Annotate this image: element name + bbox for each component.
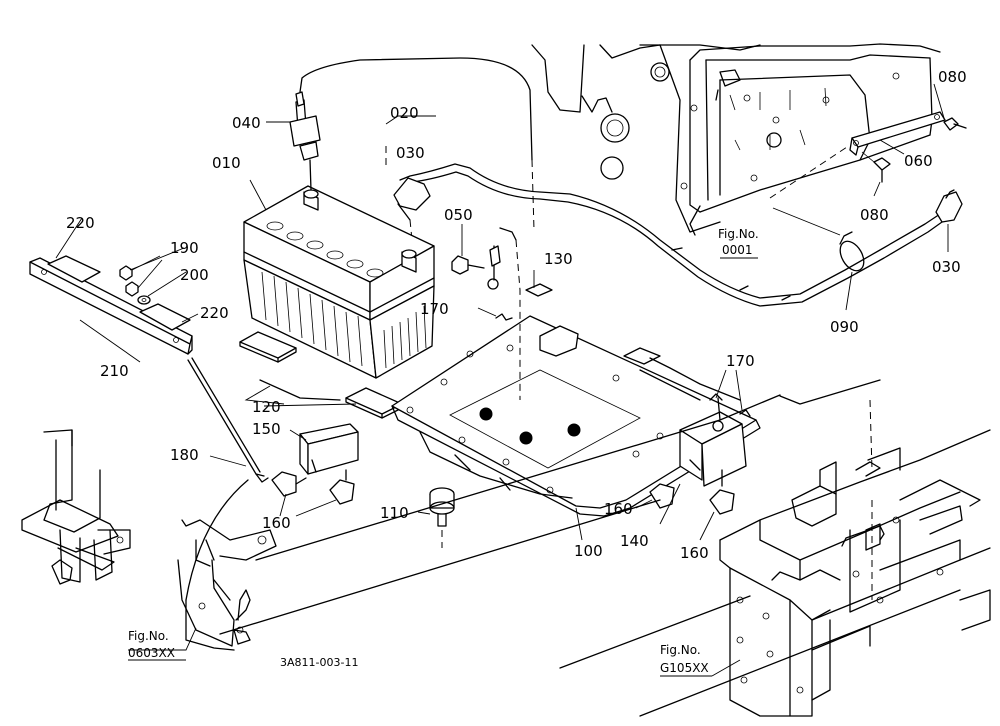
clip-170-left	[495, 313, 513, 321]
label-160-b: 160	[604, 500, 633, 518]
fig-number-0603xx: 0603XX	[128, 646, 175, 660]
leader-lines	[55, 83, 949, 677]
label-170-right: 170	[726, 352, 755, 370]
label-210: 210	[100, 362, 129, 380]
label-120: 120	[252, 398, 281, 416]
clamp-140	[679, 397, 747, 487]
frame-lower-mid	[177, 519, 277, 651]
terminal-040	[289, 91, 321, 191]
hook-line	[185, 479, 249, 601]
band-090	[839, 231, 865, 272]
battery-010	[243, 185, 435, 379]
clamp-150	[299, 423, 359, 475]
label-160-c: 160	[680, 544, 709, 562]
wing-nut-160-c	[649, 483, 675, 509]
label-100: 100	[574, 542, 603, 560]
terminal-cap-030	[935, 189, 963, 223]
label-050: 050	[444, 206, 473, 224]
label-150: 150	[252, 420, 281, 438]
bolt-080-lower	[861, 151, 891, 183]
label-040: 040	[232, 114, 261, 132]
frame-lower-right	[719, 399, 991, 717]
label-220-top: 220	[66, 214, 95, 232]
label-010: 010	[212, 154, 241, 172]
label-200: 200	[180, 266, 209, 284]
tray-mesh	[479, 407, 581, 445]
pad-120	[239, 331, 403, 419]
wing-nut-160-a	[271, 471, 307, 497]
part-labels: 040 010 020 030 050 130 170 170 220 190 …	[66, 68, 967, 562]
clip-170-right	[709, 393, 751, 417]
frame-lower-left	[21, 429, 131, 585]
washer-200	[137, 295, 151, 305]
bolt-050	[451, 255, 485, 275]
cable-030	[399, 163, 943, 307]
bolt-110	[429, 487, 455, 548]
wing-nut-160-b	[329, 469, 355, 505]
fig-number-0001: 0001	[722, 243, 753, 257]
cable-terminal-030	[393, 177, 431, 241]
label-180: 180	[170, 446, 199, 464]
label-090: 090	[830, 318, 859, 336]
wing-nut-160-d	[709, 469, 735, 515]
bracket-060	[769, 111, 946, 199]
drawing-code: 3A811-003-11	[280, 656, 358, 669]
label-190: 190	[170, 239, 199, 257]
label-060: 060	[904, 152, 933, 170]
label-170-left: 170	[420, 300, 449, 318]
label-030-top: 030	[396, 144, 425, 162]
label-140: 140	[620, 532, 649, 550]
bar-210	[29, 255, 193, 355]
frame-rails	[219, 379, 961, 717]
label-020: 020	[390, 104, 419, 122]
rod-180	[187, 357, 269, 483]
fig-label-g105xx: Fig.No.	[660, 643, 701, 657]
label-030-right: 030	[932, 258, 961, 276]
label-110: 110	[380, 504, 409, 522]
fig-label-0603xx: Fig.No.	[128, 629, 169, 643]
bolt-080-right	[943, 117, 967, 131]
label-130: 130	[544, 250, 573, 268]
fig-number-g105xx: G105XX	[660, 661, 709, 675]
label-080-lower: 080	[860, 206, 889, 224]
cable-040	[299, 57, 535, 231]
label-160-a: 160	[262, 514, 291, 532]
nuts-190	[119, 255, 163, 297]
fig-label-0001: Fig.No.	[718, 227, 759, 241]
ground-terminal	[487, 227, 521, 400]
label-220-right: 220	[200, 304, 229, 322]
battery-tray-100	[391, 315, 761, 517]
bracket-130	[525, 283, 553, 297]
figure-references: Fig.No. 0001 Fig.No. 0603XX Fig.No. G105…	[128, 227, 759, 677]
engine-block	[531, 43, 941, 236]
label-080-top: 080	[938, 68, 967, 86]
